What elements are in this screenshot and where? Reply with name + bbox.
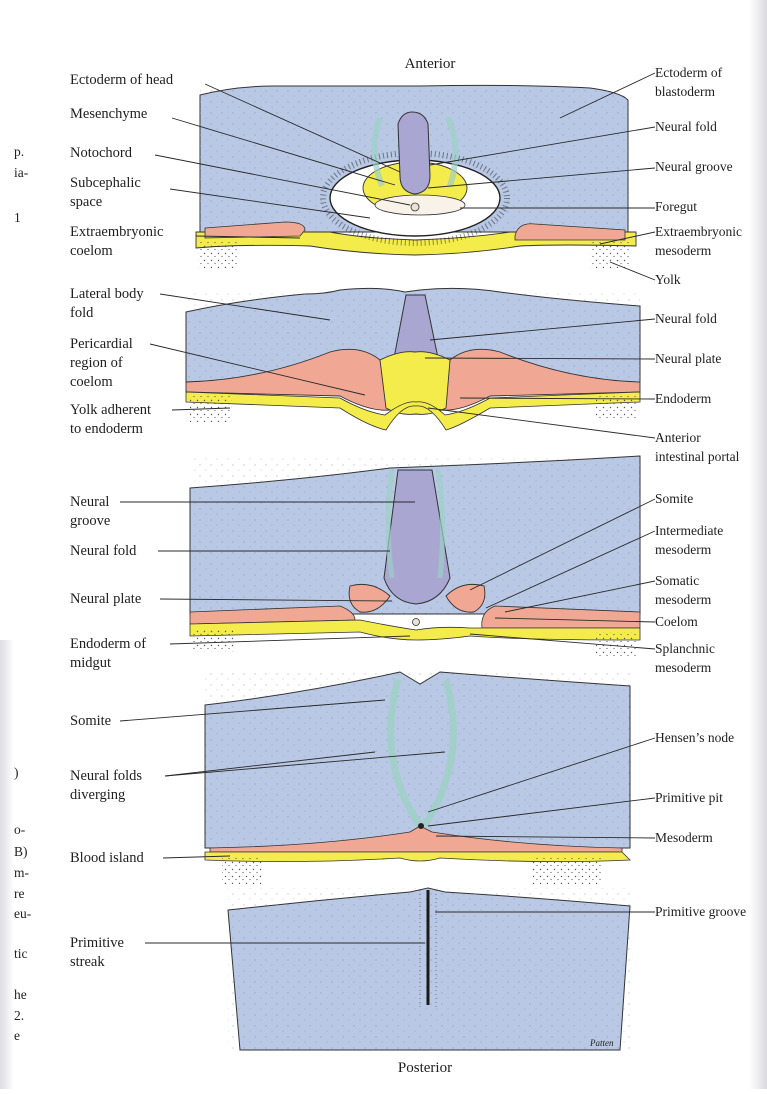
leader-yolk [610, 262, 655, 280]
label-neural-fold: Neural fold [655, 119, 717, 134]
section-node [205, 672, 630, 884]
artist-signature: Patten [589, 1038, 614, 1048]
anterior-label: Anterior [405, 56, 456, 72]
margin-fragment: 1 [14, 210, 21, 225]
margin-fragment: m- [14, 865, 30, 880]
label-neural-fold: Neural fold [70, 543, 137, 559]
foregut-head [375, 195, 465, 215]
margin-fragment: re [14, 886, 25, 901]
margin-fragment: ia- [14, 165, 29, 180]
margin-fragment: p. [14, 144, 24, 159]
label-hensen-s-node: Hensen’s node [655, 730, 734, 745]
margin-fragment: eu- [14, 906, 32, 921]
margin-fragment: tic [14, 946, 28, 961]
left-margin-text: p. ia- 1) o- B) m-re eu-tic he 2. e [14, 144, 32, 1043]
label-endoderm: Endoderm [655, 391, 712, 406]
label-primitive-pit: Primitive pit [655, 790, 723, 805]
page-edge-shadow [749, 0, 767, 1089]
notochord-midgut [413, 619, 420, 626]
label-notochord: Notochord [70, 145, 133, 161]
section-heart [186, 288, 640, 430]
margin-fragment: 2. [14, 1008, 24, 1023]
margin-fragment: o- [14, 822, 26, 837]
section-midgut [190, 456, 640, 656]
label-primitive-groove: Primitive groove [655, 904, 746, 919]
label-yolk: Yolk [655, 272, 681, 287]
notochord-head [411, 203, 419, 211]
label-neural-plate: Neural plate [655, 351, 721, 366]
label-mesenchyme: Mesenchyme [70, 106, 147, 122]
label-coelom: Coelom [655, 614, 698, 629]
label-foregut: Foregut [655, 199, 697, 214]
label-somite: Somite [70, 713, 111, 729]
section-head [196, 85, 636, 268]
label-neural-plate: Neural plate [70, 591, 141, 607]
label-ectoderm-of-head: Ectoderm of head [70, 72, 174, 88]
neural-tube-head [398, 112, 430, 194]
label-mesoderm: Mesoderm [655, 830, 713, 845]
margin-fragment: e [14, 1028, 20, 1043]
margin-fragment: he [14, 987, 27, 1002]
margin-fragment: B) [14, 844, 28, 859]
label-somite: Somite [655, 491, 693, 506]
label-neural-fold: Neural fold [655, 311, 717, 326]
margin-fragment: ) [14, 765, 19, 780]
primitive-pit [418, 823, 424, 829]
label-neural-groove: Neural groove [655, 159, 733, 174]
posterior-label: Posterior [398, 1060, 452, 1076]
page-gutter-shadow [0, 640, 14, 1089]
label-blood-island: Blood island [70, 850, 144, 866]
